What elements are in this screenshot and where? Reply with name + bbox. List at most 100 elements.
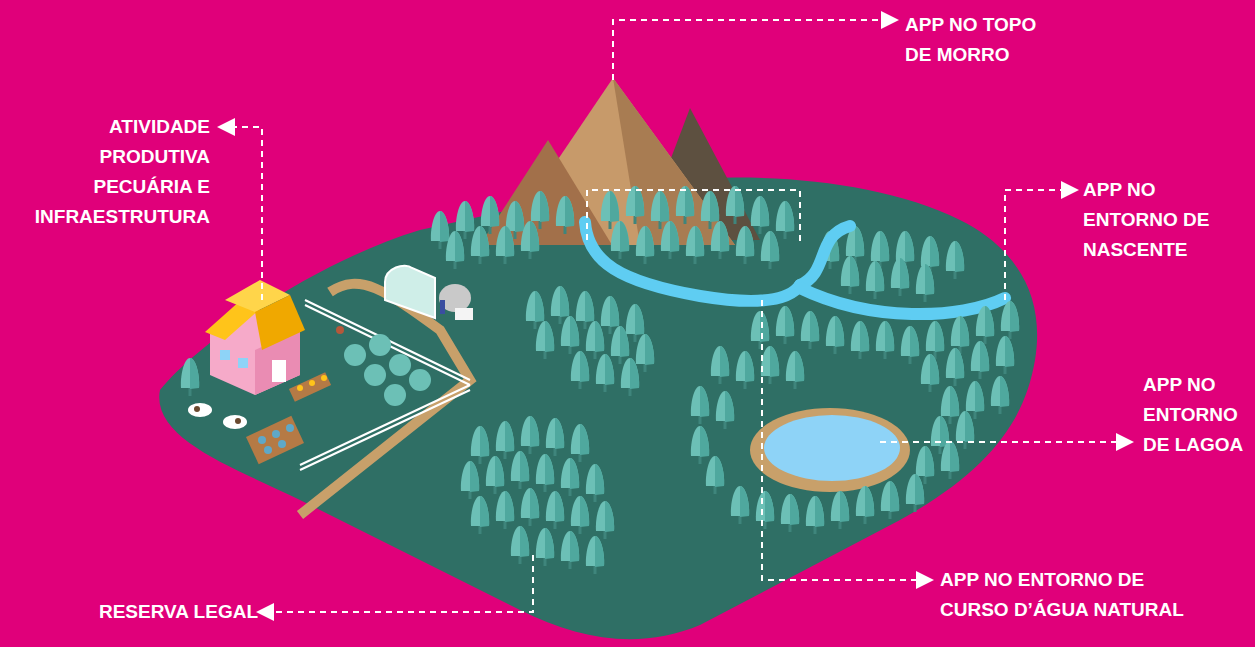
flower (321, 375, 327, 381)
leader-lines (226, 20, 1125, 612)
tree (916, 264, 934, 302)
tree (596, 354, 614, 392)
tree (571, 496, 589, 534)
river-channel (585, 222, 800, 301)
tree (806, 496, 824, 534)
flower (297, 385, 303, 391)
tree (561, 531, 579, 569)
tree (751, 196, 769, 234)
fence-rail (305, 305, 470, 385)
tree (496, 491, 514, 529)
tree (781, 494, 799, 532)
tree (926, 321, 944, 359)
tree (471, 496, 489, 534)
callout-label: APP NO ENTORNO DE CURSO D’ÁGUA NATURAL (940, 565, 1202, 625)
callout-label: ATIVIDADE PRODUTIVA PECUÁRIA E INFRAESTR… (20, 112, 210, 232)
cow (188, 403, 212, 417)
tree-cluster (526, 286, 1019, 429)
cow-spot (194, 406, 200, 412)
greenhouse-body (385, 266, 435, 318)
leader-line (587, 190, 800, 245)
tree (471, 226, 489, 264)
vegetable (286, 424, 294, 432)
tree (486, 456, 504, 494)
tree (761, 231, 779, 269)
tree (626, 186, 644, 224)
leader-line (613, 20, 890, 80)
tree (556, 196, 574, 234)
tree (971, 341, 989, 379)
tree (571, 424, 589, 462)
leader-line (226, 127, 262, 300)
tree (891, 258, 909, 296)
tree (996, 336, 1014, 374)
tree (941, 441, 959, 479)
window (220, 350, 230, 360)
tree (521, 221, 539, 259)
cow-spot (235, 418, 241, 424)
tree (726, 186, 744, 224)
tree (496, 421, 514, 459)
tree (841, 256, 859, 294)
tree (431, 211, 449, 249)
vegetable (278, 440, 286, 448)
flower-bed (289, 372, 331, 402)
leader-line (1005, 190, 1070, 300)
tree (1001, 301, 1019, 339)
tree (586, 321, 604, 359)
vegetable (258, 436, 266, 444)
tree (586, 536, 604, 574)
vegetable (264, 446, 272, 454)
farmer (440, 300, 445, 314)
tree (511, 526, 529, 564)
orchard-tree (344, 344, 366, 366)
farmhouse (205, 280, 305, 395)
tree (786, 351, 804, 389)
tree (736, 226, 754, 264)
tree (621, 358, 639, 396)
tree (951, 316, 969, 354)
tree (611, 326, 629, 364)
river-channel (800, 226, 850, 285)
tree (736, 351, 754, 389)
callout-label: APP NO ENTORNO DE NASCENTE (1083, 175, 1223, 265)
tree (706, 456, 724, 494)
tree (776, 306, 794, 344)
orchard-tree (384, 384, 406, 406)
dirt-road (300, 284, 470, 515)
tree (546, 491, 564, 529)
fence-rail (300, 390, 470, 470)
flower (309, 380, 315, 386)
tree (691, 386, 709, 424)
tree (801, 311, 819, 349)
tree (946, 241, 964, 279)
tree (901, 326, 919, 364)
cow (223, 415, 247, 429)
house-roof (255, 295, 305, 350)
tree (761, 346, 779, 384)
tree (711, 346, 729, 384)
tree (686, 226, 704, 264)
tree (536, 454, 554, 492)
vegetable (272, 430, 280, 438)
river-channel (800, 288, 1005, 314)
lake-shore (750, 408, 910, 492)
island-ground (159, 178, 1037, 640)
tree (521, 416, 539, 454)
tree (496, 226, 514, 264)
river (585, 222, 1005, 314)
tree-cluster (181, 358, 974, 574)
window (238, 358, 248, 368)
tree (776, 201, 794, 239)
tree (511, 451, 529, 489)
tree (716, 391, 734, 429)
orchard-tree (389, 354, 411, 376)
leader-line (880, 441, 1125, 443)
tree-cluster (431, 186, 964, 302)
tree (826, 316, 844, 354)
tree (546, 418, 564, 456)
tree (521, 488, 539, 526)
mountain (613, 78, 735, 245)
orchard-tree (409, 369, 431, 391)
vegetable-garden (246, 372, 331, 464)
